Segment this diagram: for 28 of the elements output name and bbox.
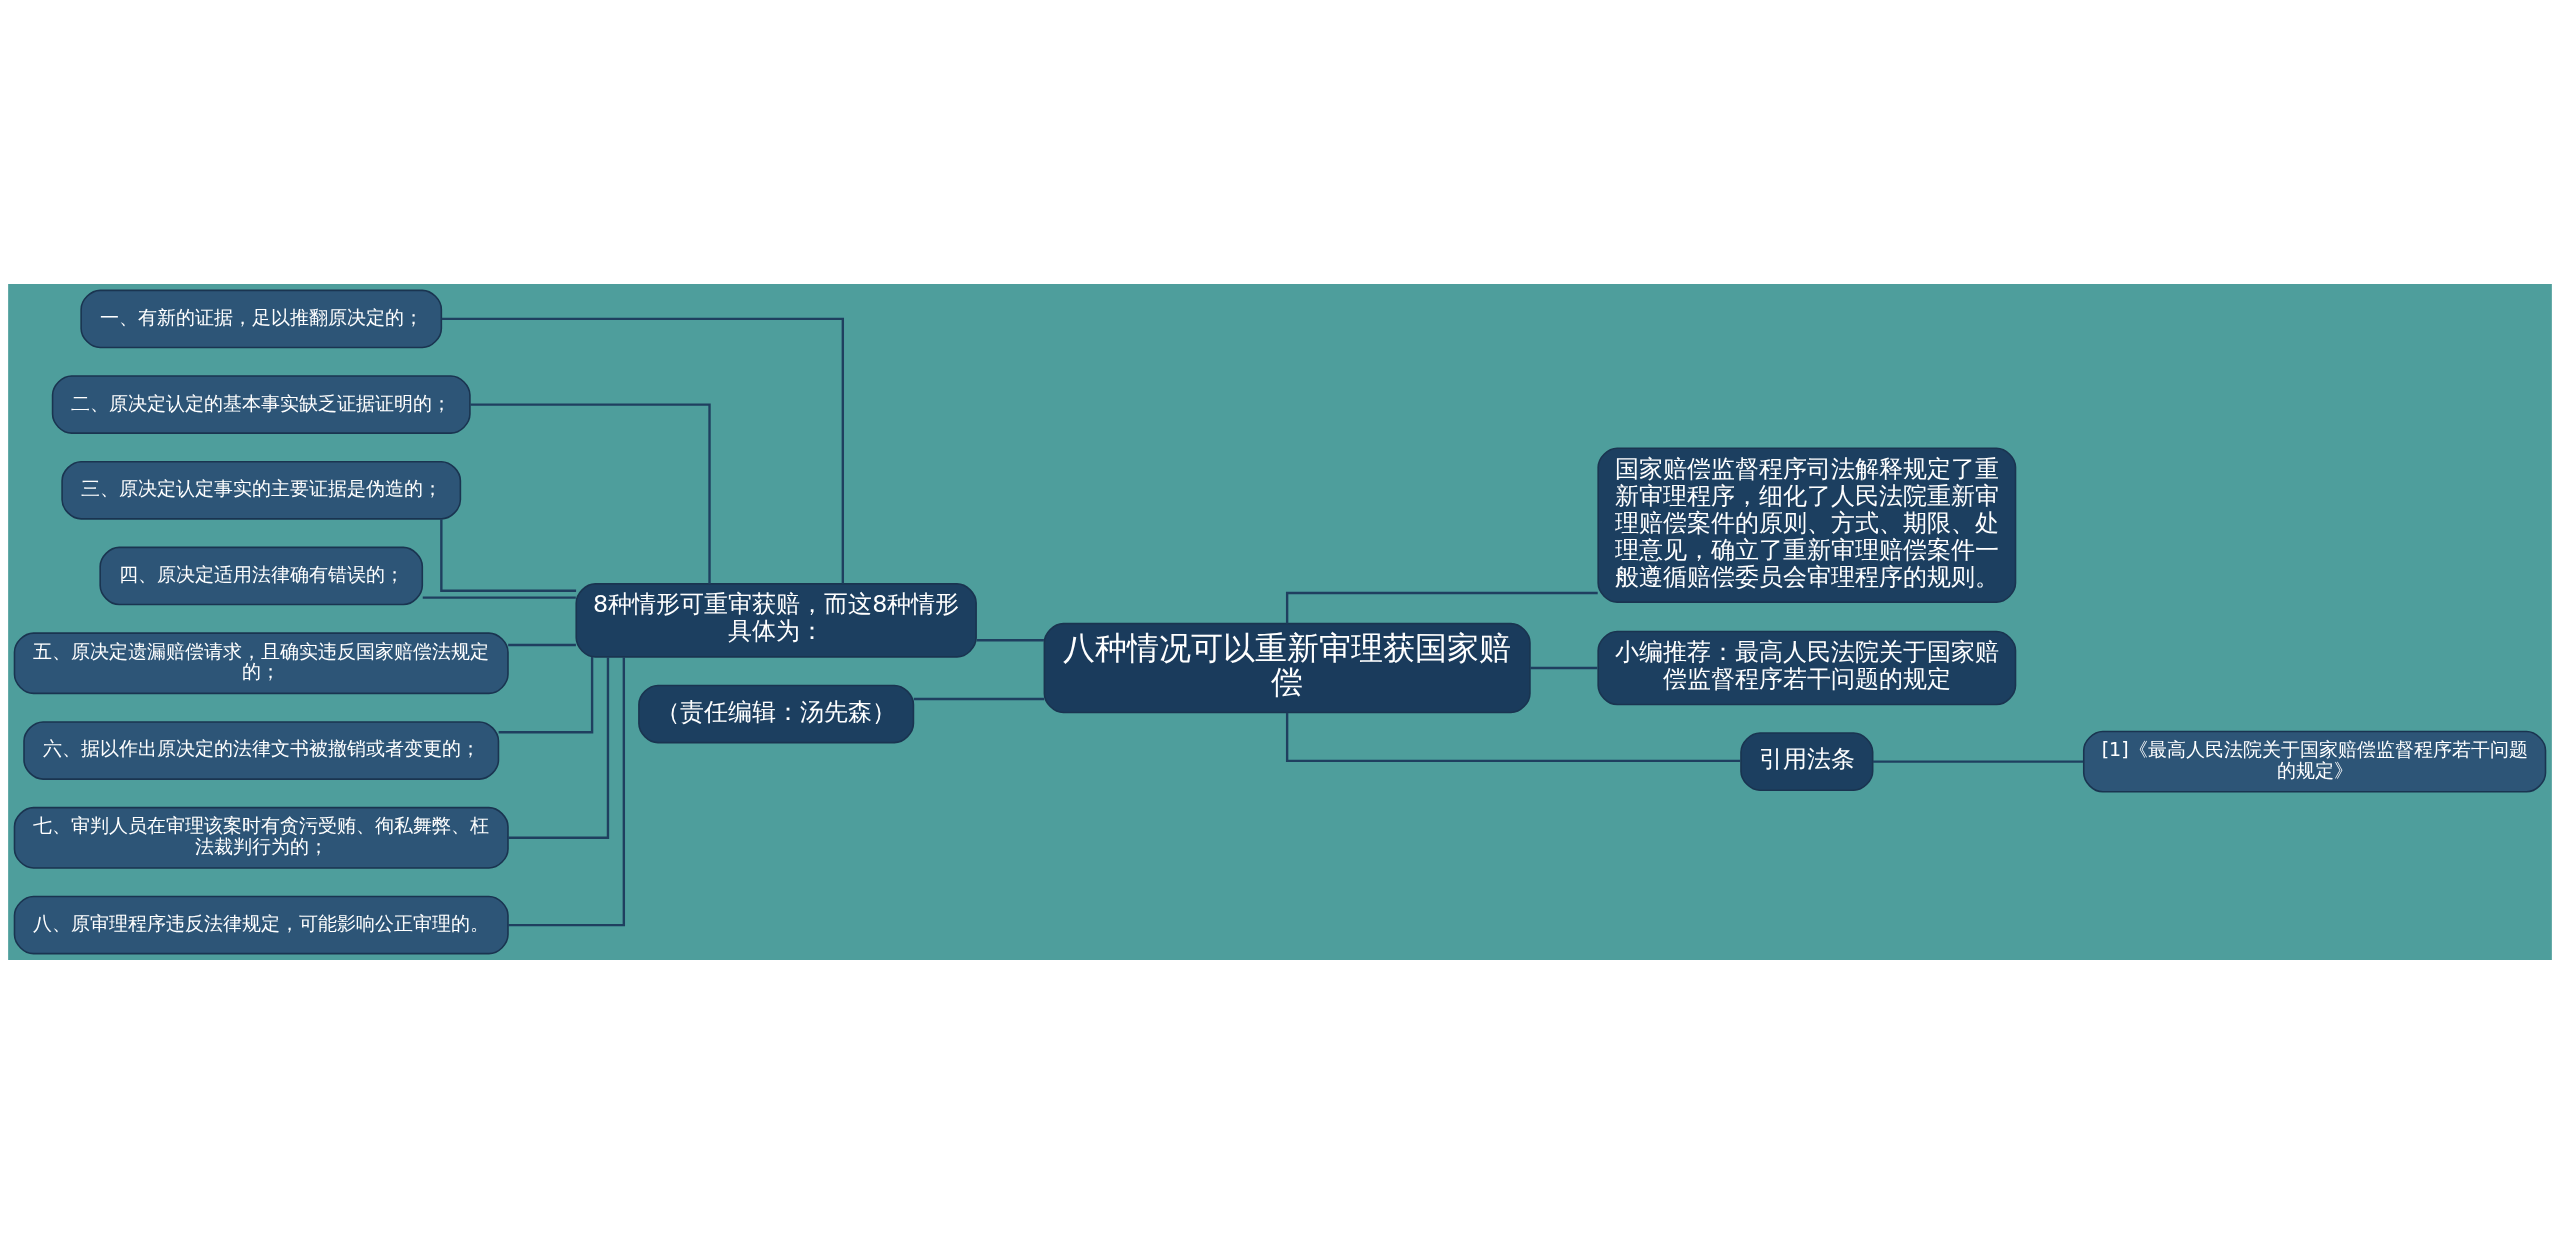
connector <box>508 656 626 926</box>
node-box: 二、原决定认定的基本事实缺乏证据证明的； <box>51 374 471 434</box>
connector <box>976 638 1044 641</box>
connector <box>1872 759 2084 763</box>
connector <box>508 656 610 839</box>
node-box: 8种情形可重审获赔，而这8种情形具体为： <box>575 582 977 658</box>
node-box: 八、原审理程序违反法律规定，可能影响公正审理的。 <box>13 895 509 954</box>
connector <box>508 643 576 646</box>
node-box: 三、原决定认定事实的主要证据是伪造的； <box>61 460 462 520</box>
node-box: 七、审判人员在审理该案时有贪污受贿、徇私舞弊、枉法裁判行为的； <box>13 806 509 869</box>
node-box: 一、有新的证据，足以推翻原决定的； <box>80 289 443 348</box>
connector <box>1530 666 1598 669</box>
node-box: （责任编辑：汤先森） <box>638 684 915 743</box>
node-box: 引用法条 <box>1740 731 1874 791</box>
connector <box>440 518 577 592</box>
node-box: 五、原决定遗漏赔偿请求，且确实违反国家赔偿法规定的； <box>13 631 509 694</box>
node-box: 小编推荐：最高人民法院关于国家赔偿监督程序若干问题的规定 <box>1597 630 2017 705</box>
node-box: 八种情况可以重新审理获国家赔偿 <box>1043 622 1531 713</box>
node-box: 六、据以作出原决定的法律文书被撤销或者变更的； <box>23 720 500 780</box>
connector <box>422 595 576 599</box>
connector <box>1285 712 1741 762</box>
connector <box>913 697 1045 700</box>
connector <box>470 402 711 584</box>
node-box: 国家赔偿监督程序司法解释规定了重新审理程序，细化了人民法院重新审理赔偿案件的原则、方式、期限、处理意见，确立了重新审理赔偿案件一般遵循赔偿委员会审理程序的规则。 <box>1597 446 2017 603</box>
connector <box>441 317 844 583</box>
node-box: [1]《最高人民法院关于国家赔偿监督程序若干问题的规定》 <box>2082 730 2547 793</box>
connector <box>498 656 594 733</box>
node-box: 四、原决定适用法律确有错误的； <box>99 546 424 605</box>
